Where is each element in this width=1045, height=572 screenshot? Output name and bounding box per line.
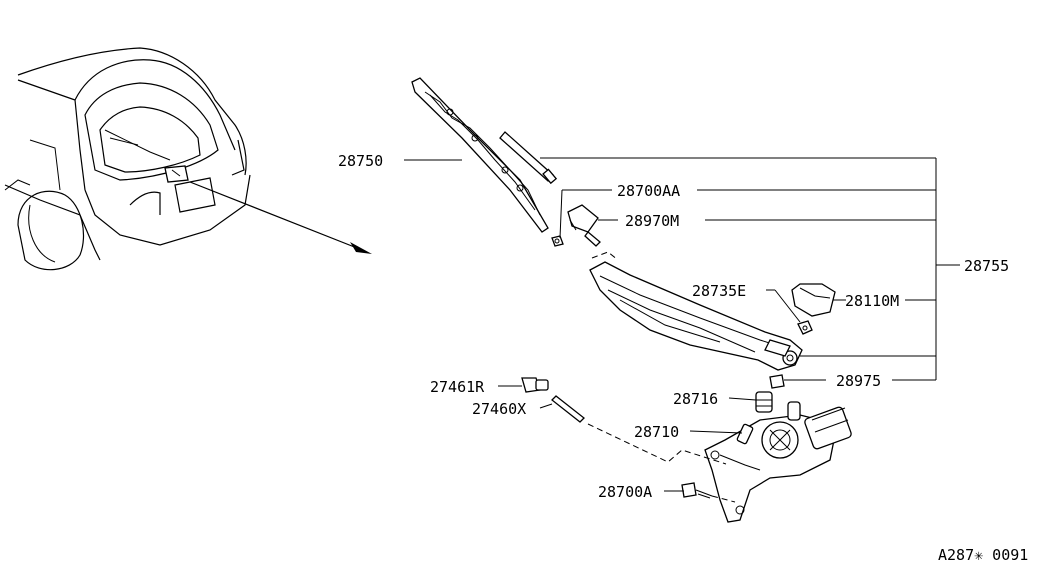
blade-insert xyxy=(499,131,558,185)
figure-code: A287✳ 0091 xyxy=(938,546,1028,564)
washer-nozzle-27461R xyxy=(521,377,549,393)
arm-cap-28110M xyxy=(791,283,836,317)
label-28710: 28710 xyxy=(634,423,679,441)
joint-28970M xyxy=(567,204,601,247)
bolt-28700A xyxy=(681,482,713,499)
label-28700AA: 28700AA xyxy=(617,182,680,200)
label-28735E: 28735E xyxy=(692,282,746,300)
locator-arrow xyxy=(189,181,372,254)
wiper-arm xyxy=(589,251,803,371)
label-28110M: 28110M xyxy=(845,292,899,310)
nut-28735E xyxy=(797,320,813,335)
label-28970M: 28970M xyxy=(625,212,679,230)
wiper-motor-assembly xyxy=(704,401,852,523)
label-28700A: 28700A xyxy=(598,483,652,501)
vehicle-rear-illustration xyxy=(4,47,251,271)
label-27461R: 27461R xyxy=(430,378,485,396)
label-28750: 28750 xyxy=(338,152,383,170)
nut-28700AA xyxy=(551,235,564,247)
label-28716: 28716 xyxy=(673,390,718,408)
washer-tube-27460X xyxy=(551,395,585,423)
leader-lines xyxy=(404,157,960,492)
label-28975: 28975 xyxy=(836,372,881,390)
bushing-28716 xyxy=(755,391,773,413)
wiper-blade xyxy=(411,77,549,233)
bolt-route-line xyxy=(711,495,736,503)
label-27460X: 27460X xyxy=(472,400,526,418)
label-28755: 28755 xyxy=(964,257,1009,275)
hose-route-line xyxy=(587,423,727,465)
spacer-28975 xyxy=(769,374,785,389)
